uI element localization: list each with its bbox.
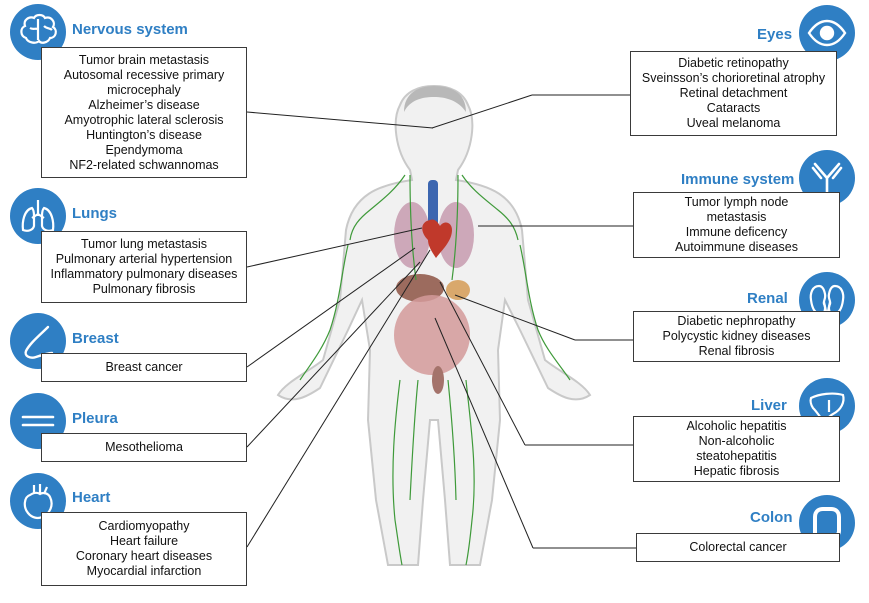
heart-diseases-box: Cardiomyopathy Heart failure Coronary he… (41, 512, 247, 586)
renal-title: Renal (747, 290, 788, 307)
disease-item: Coronary heart diseases (75, 549, 213, 563)
breast-diseases-box: Breast cancer (41, 353, 247, 382)
connector-lines (246, 94, 636, 549)
disease-item: Tumor lung metastasis (81, 237, 207, 251)
renal-diseases-box: Diabetic nephropathy Polycystic kidney d… (633, 311, 840, 362)
disease-item: Alcoholic hepatitis (686, 419, 787, 433)
eyes-title: Eyes (757, 26, 793, 43)
disease-item: Mesothelioma (105, 440, 183, 454)
disease-item: Inflammatory pulmonary diseases (50, 267, 238, 281)
heart-title: Heart (72, 489, 111, 506)
disease-item: Tumor lymph node (684, 195, 789, 209)
disease-item: Sveinsson’s chorioretinal atrophy (641, 71, 826, 85)
disease-item: Ependymoma (105, 142, 183, 157)
lungs-icon (10, 188, 66, 244)
disease-item: Huntington’s disease (86, 127, 202, 142)
pleura-diseases-box: Mesothelioma (41, 433, 247, 462)
brain-icon (10, 4, 66, 60)
disease-item: Retinal detachment (679, 86, 788, 100)
pleura-title: Pleura (72, 410, 118, 427)
lungs-diseases-box: Tumor lung metastasis Pulmonary arterial… (41, 231, 247, 303)
disease-item: Cardiomyopathy (98, 519, 190, 533)
nervous-system-title: Nervous system (72, 21, 188, 38)
disease-item: Alzheimer’s disease (88, 97, 200, 112)
nervous-system-diseases-box: Tumor brain metastasis Autosomal recessi… (41, 47, 247, 178)
disease-item: Myocardial infarction (86, 564, 202, 578)
disease-item: Polycystic kidney diseases (662, 329, 811, 343)
disease-item: Diabetic retinopathy (678, 56, 789, 70)
disease-item: Autoimmune diseases (675, 240, 798, 254)
breast-title: Breast (72, 330, 119, 347)
disease-item: Breast cancer (105, 360, 183, 374)
disease-item: Cataracts (706, 101, 761, 115)
disease-item: Pulmonary fibrosis (92, 282, 196, 296)
colon-diseases-box: Colorectal cancer (636, 533, 840, 562)
disease-item: Diabetic nephropathy (677, 314, 796, 328)
eyes-diseases-box: Diabetic retinopathy Sveinsson’s chorior… (630, 51, 837, 136)
liver-title: Liver (751, 397, 787, 414)
disease-item: Tumor brain metastasis (78, 52, 210, 67)
lungs-title: Lungs (72, 205, 117, 222)
disease-item: Amyotrophic lateral sclerosis (64, 112, 224, 127)
liver-diseases-box: Alcoholic hepatitis Non-alcoholic steato… (633, 416, 840, 482)
disease-item: Renal fibrosis (698, 344, 775, 358)
immune-system-title: Immune system (681, 171, 795, 188)
disease-item: Non-alcoholic (698, 434, 775, 448)
colon-title: Colon (750, 509, 793, 526)
disease-item: Hepatic fibrosis (693, 464, 780, 478)
disease-item: Uveal melanoma (686, 116, 781, 130)
disease-item: Immune deficency (685, 225, 788, 239)
disease-item: microcephaly (107, 82, 181, 97)
lymphatic-vessels (299, 174, 571, 566)
disease-item: Autosomal recessive primary (63, 67, 225, 82)
disease-item: metastasis (706, 210, 767, 224)
disease-item: Pulmonary arterial hypertension (55, 252, 233, 266)
immune-system-diseases-box: Tumor lymph node metastasis Immune defic… (633, 192, 840, 258)
disease-item: Heart failure (109, 534, 179, 548)
disease-item: Colorectal cancer (689, 540, 787, 554)
disease-item: steatohepatitis (696, 449, 777, 463)
disease-item: NF2-related schwannomas (69, 157, 219, 172)
